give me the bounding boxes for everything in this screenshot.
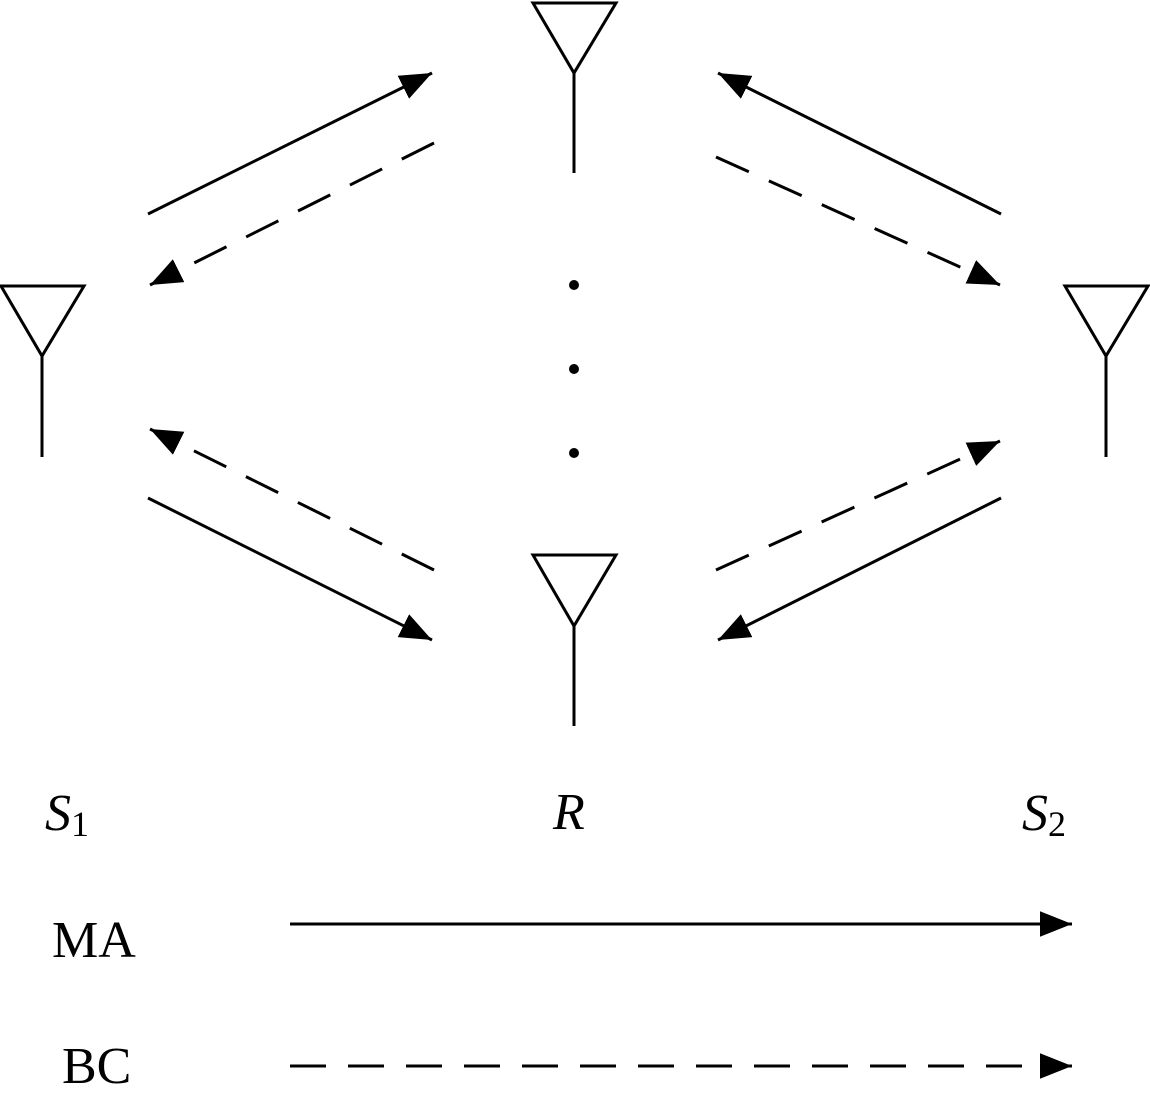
arrow-bc-relay-bottom-to-s2 [715,439,1001,572]
arrow-ma-s2-to-relay-top [717,71,1002,216]
antenna-relay-top-triangle [530,1,619,76]
label-s2-subscript: 2 [1048,804,1066,844]
label-s1-subscript: 1 [71,804,89,844]
arrow-bc-relay-bottom-to-s1 [149,427,435,572]
arrow-ma-s1-to-relay-top [147,71,433,216]
relay-ellipsis [569,280,579,458]
antenna-s2-triangle [1062,284,1150,359]
antenna-relay-bottom-triangle [530,553,619,629]
label-s2: S2 [1022,785,1066,844]
arrow-ma-s1-to-relay-bottom [147,496,433,642]
ellipsis-dot-2 [569,364,579,374]
ellipsis-dot-3 [569,448,579,458]
legend-ma: MA [52,911,1072,969]
antenna-s1 [0,284,87,457]
arrow-bc-relay-top-to-s2 [715,155,1001,287]
legend-bc: BC [62,1038,1072,1095]
legend-bc-label: BC [62,1038,131,1095]
antenna-relay-top [530,1,619,173]
antenna-s1-triangle [0,284,87,359]
legend-ma-label: MA [52,912,136,969]
arrow-bc-relay-top-to-s1 [149,141,435,287]
antenna-relay-bottom [530,553,619,726]
label-relay-main: R [552,784,585,841]
antenna-s2 [1062,284,1150,457]
label-s2-main: S [1022,785,1048,842]
arrow-ma-s2-to-relay-bottom [717,496,1002,642]
label-s1-main: S [45,785,71,842]
label-s1: S1 [45,785,89,844]
ellipsis-dot-1 [569,280,579,290]
label-relay: R [552,784,585,841]
